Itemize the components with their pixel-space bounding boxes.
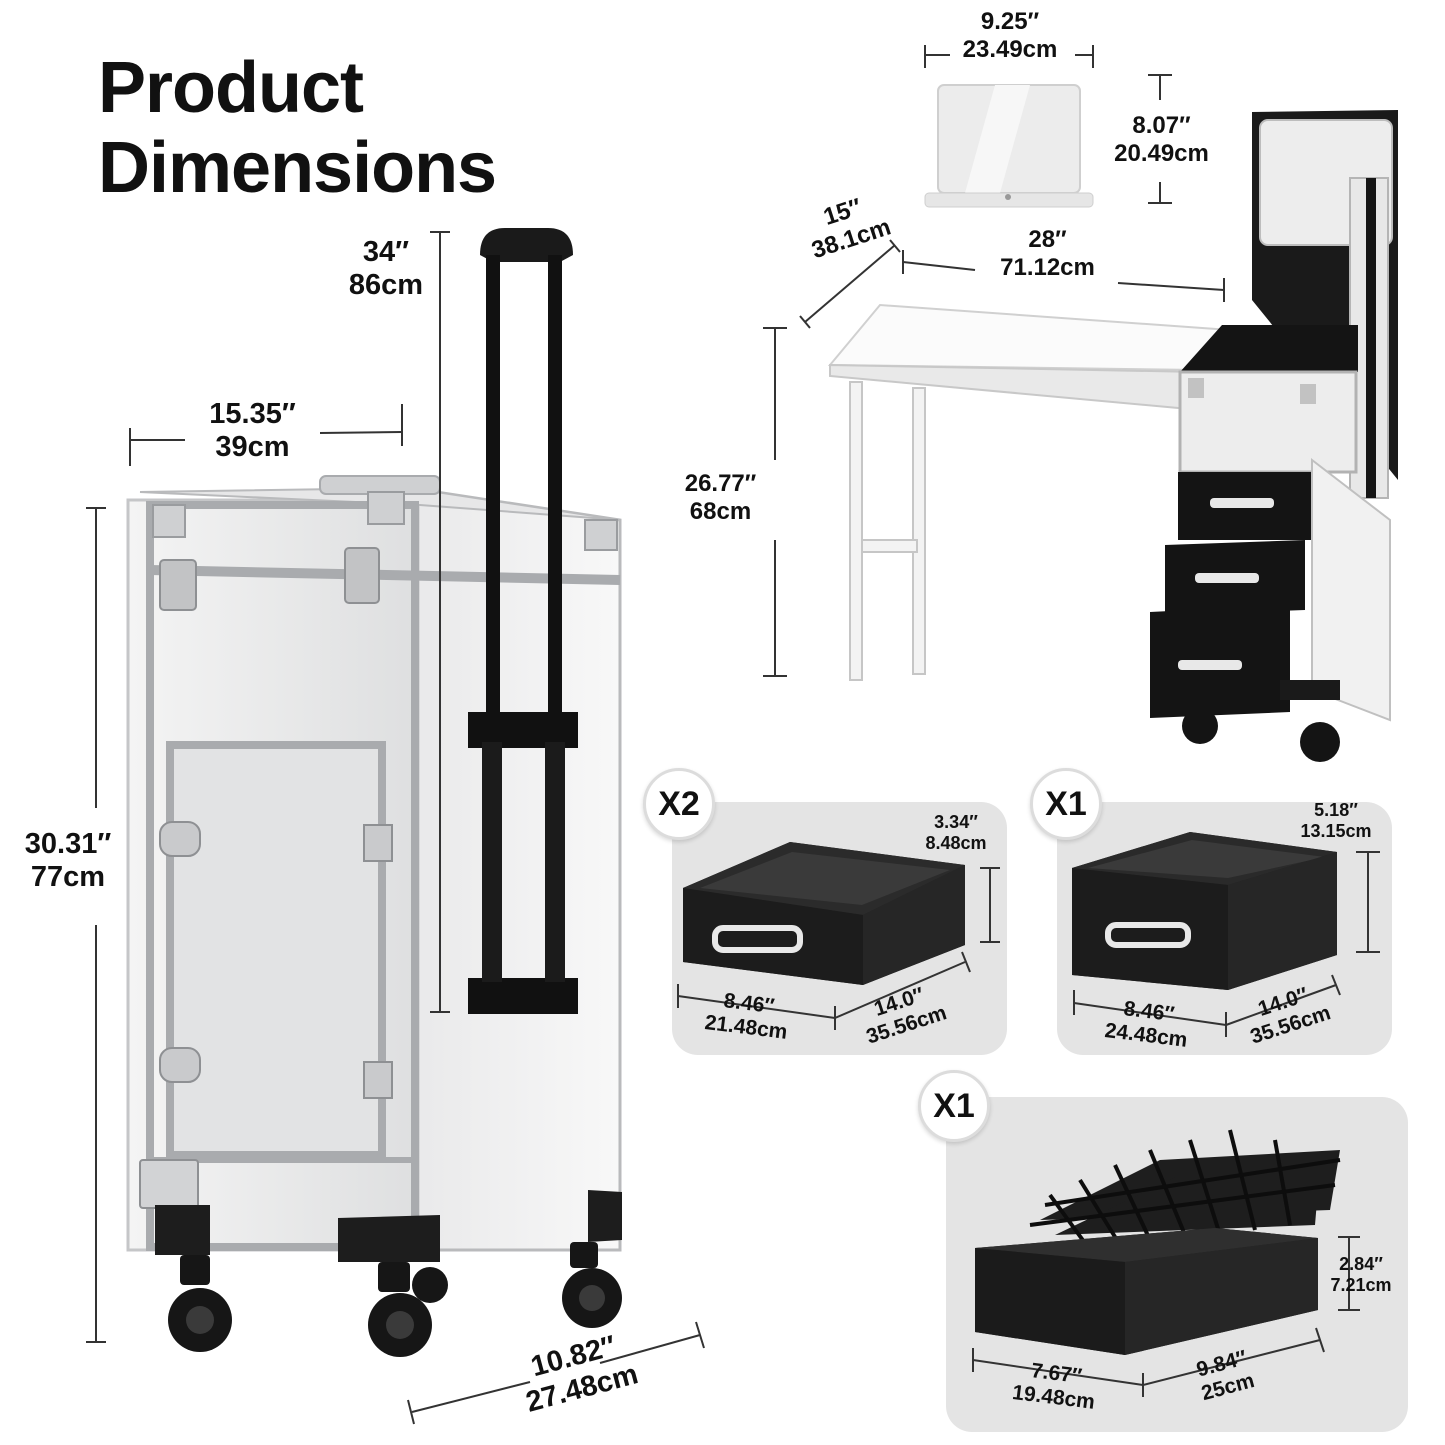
case-height-label: 30.31″ 77cm <box>24 828 112 894</box>
title-line-2: Dimensions <box>98 128 497 208</box>
table-width-label: 28″ 71.12cm <box>1000 226 1095 281</box>
case-width-label: 15.35″ 39cm <box>209 398 296 464</box>
telescopic-handle <box>468 228 578 1014</box>
tray-illustration <box>975 1129 1341 1355</box>
mirror-dimension-lines <box>924 45 1172 204</box>
drawer-large-illustration <box>1072 832 1337 990</box>
main-case-dimension-lines <box>86 231 705 1425</box>
table-height-label: 26.77″ 68cm <box>684 470 757 525</box>
station-dimension-lines <box>763 239 1225 677</box>
mirror-width-label: 9.25″ 23.49cm <box>962 8 1058 63</box>
station-drawers <box>1150 472 1315 718</box>
vanity-station <box>827 110 1398 762</box>
drawer-large-qty-badge: X1 <box>1030 768 1102 840</box>
drawer-small-qty-badge: X2 <box>643 768 715 840</box>
mirror-illustration <box>924 84 1094 208</box>
tray-qty-badge: X1 <box>918 1070 990 1142</box>
title-line-1: Product <box>98 48 364 128</box>
mirror-height-label: 8.07″ 20.49cm <box>1114 112 1209 167</box>
drawer-small-dimension-lines <box>677 867 1000 1030</box>
tray-dimension-lines <box>972 1236 1360 1397</box>
drawer-large-height-label: 5.18″ 13.15cm <box>1300 800 1372 841</box>
drawer-small-illustration <box>683 842 965 985</box>
drawer-small-height-label: 3.34″ 8.48cm <box>925 812 987 853</box>
page-title: Product Dimensions <box>98 48 497 208</box>
handle-height-label: 34″ 86cm <box>348 236 424 302</box>
drawer-large-dimension-lines <box>1073 851 1380 1037</box>
trolley-case <box>126 475 622 1357</box>
tray-height-label: 2.84″ 7.21cm <box>1330 1254 1392 1295</box>
